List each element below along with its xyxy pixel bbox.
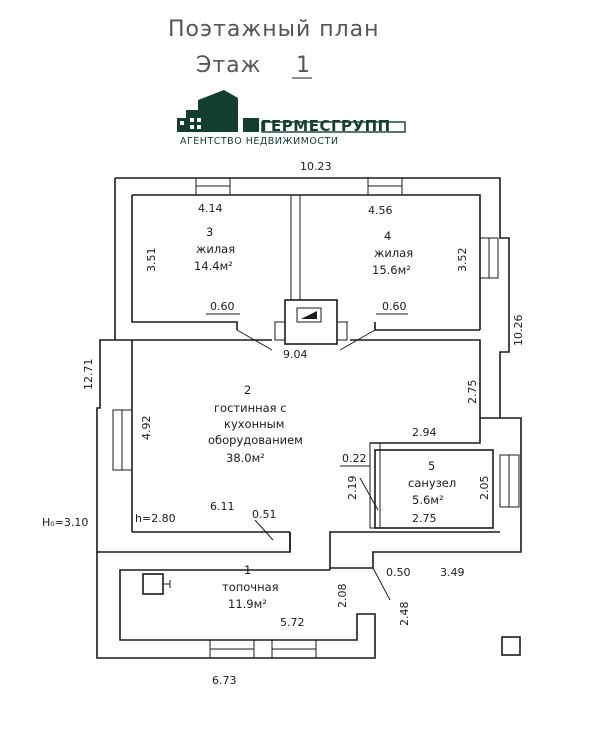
svg-text:гостинная с: гостинная с (214, 401, 287, 415)
svg-text:4: 4 (384, 229, 391, 243)
room-label-1: 1 топочная 11.9м² (222, 563, 279, 611)
svg-text:жилая: жилая (374, 246, 413, 260)
svg-text:3: 3 (206, 225, 213, 239)
dim-bath-corridor: 2.19 (346, 476, 359, 501)
room2-top-right (350, 339, 481, 418)
door-room4 (339, 329, 376, 351)
window-right-room4 (479, 237, 499, 279)
dim-step-width: 3.49 (440, 566, 465, 579)
dim-building-height: H₀=3.10 (42, 516, 88, 529)
svg-text:14.4м²: 14.4м² (194, 259, 233, 273)
door-bath (359, 477, 379, 511)
door-room3 (236, 329, 273, 351)
door-room2 (254, 519, 274, 541)
dim-overall-height-left: 12.71 (82, 359, 95, 391)
dim-bath-width-top: 2.94 (412, 426, 437, 439)
svg-text:топочная: топочная (222, 580, 279, 594)
plan-title: Поэтажный план (168, 17, 380, 42)
stove-icon (274, 299, 348, 345)
dim-room2-door: 0.51 (252, 508, 277, 521)
dim-room4-height: 3.52 (456, 248, 469, 273)
dim-room3-door: 0.60 (210, 300, 235, 313)
partition-3-4 (290, 194, 301, 301)
window-right-bath (499, 454, 520, 508)
top-wall-inner (132, 194, 481, 330)
window-top-left (195, 177, 231, 196)
dim-room4-width: 4.56 (368, 204, 393, 217)
svg-text:жилая: жилая (196, 242, 235, 256)
agency-logo: ГЕРМЕСГРУПП АГЕНТСТВО НЕДВИЖИМОСТИ (177, 90, 406, 147)
room-label-3: 3 жилая 14.4м² (194, 225, 235, 273)
dim-overall-height-right: 10.26 (512, 315, 525, 347)
floor-number: 1 (296, 53, 311, 78)
dim-room1-diag: 2.48 (398, 602, 411, 627)
dim-room1-right: 2.08 (336, 584, 349, 609)
dim-bath-door: 0.22 (342, 452, 367, 465)
room1-walls (96, 552, 376, 659)
dim-step-door: 0.50 (386, 566, 411, 579)
dim-room3-height: 3.51 (145, 248, 158, 273)
dim-room1-width: 5.72 (280, 616, 305, 629)
window-bottom-room1 (209, 639, 317, 659)
outer-wall-left (96, 178, 291, 553)
svg-text:санузел: санузел (408, 476, 456, 490)
svg-text:11.9м²: 11.9м² (228, 597, 267, 611)
dim-room2-height: 4.92 (140, 416, 153, 441)
svg-text:1: 1 (244, 563, 251, 577)
bath-top-wall (370, 417, 500, 444)
svg-text:оборудованием: оборудованием (208, 433, 303, 447)
room-label-4: 4 жилая 15.6м² (372, 229, 413, 277)
door-room1 (372, 567, 391, 601)
window-top-right (367, 177, 403, 196)
dim-bath-width-bottom: 2.75 (412, 512, 437, 525)
dim-bath-height: 2.05 (478, 476, 491, 501)
room-label-2: 2 гостинная с кухонным оборудованием 38.… (208, 383, 303, 465)
small-square (501, 636, 521, 656)
bath-room (374, 449, 494, 529)
dim-ceiling-height: h=2.80 (135, 512, 176, 525)
buildings-icon (177, 90, 406, 133)
dim-room3-width: 4.14 (198, 202, 223, 215)
boiler-icon (142, 573, 171, 595)
dim-overall-width: 10.23 (300, 160, 332, 173)
dim-room2-bottom: 6.11 (210, 500, 235, 513)
dim-hall-width: 9.04 (283, 348, 308, 361)
logo-subtitle: АГЕНТСТВО НЕДВИЖИМОСТИ (180, 136, 338, 147)
room3-wall (131, 195, 238, 330)
room-label-5: 5 санузел 5.6м² (408, 459, 456, 507)
room4-wall (374, 322, 480, 331)
floor-label: Этаж (196, 53, 261, 78)
svg-text:38.0м²: 38.0м² (226, 451, 265, 465)
dim-room4-door: 0.60 (382, 300, 407, 313)
svg-text:кухонным: кухонным (224, 417, 284, 431)
svg-text:2: 2 (244, 383, 251, 397)
svg-text:5.6м²: 5.6м² (412, 493, 444, 507)
svg-text:15.6м²: 15.6м² (372, 263, 411, 277)
dim-right-wall-2: 2.75 (466, 380, 479, 405)
outer-wall-right (115, 177, 522, 569)
dim-bottom-width: 6.73 (212, 674, 237, 687)
svg-text:5: 5 (428, 459, 435, 473)
bath-side-wall (369, 442, 381, 529)
window-left-room2 (112, 409, 133, 471)
logo-name: ГЕРМЕСГРУПП (261, 117, 391, 135)
